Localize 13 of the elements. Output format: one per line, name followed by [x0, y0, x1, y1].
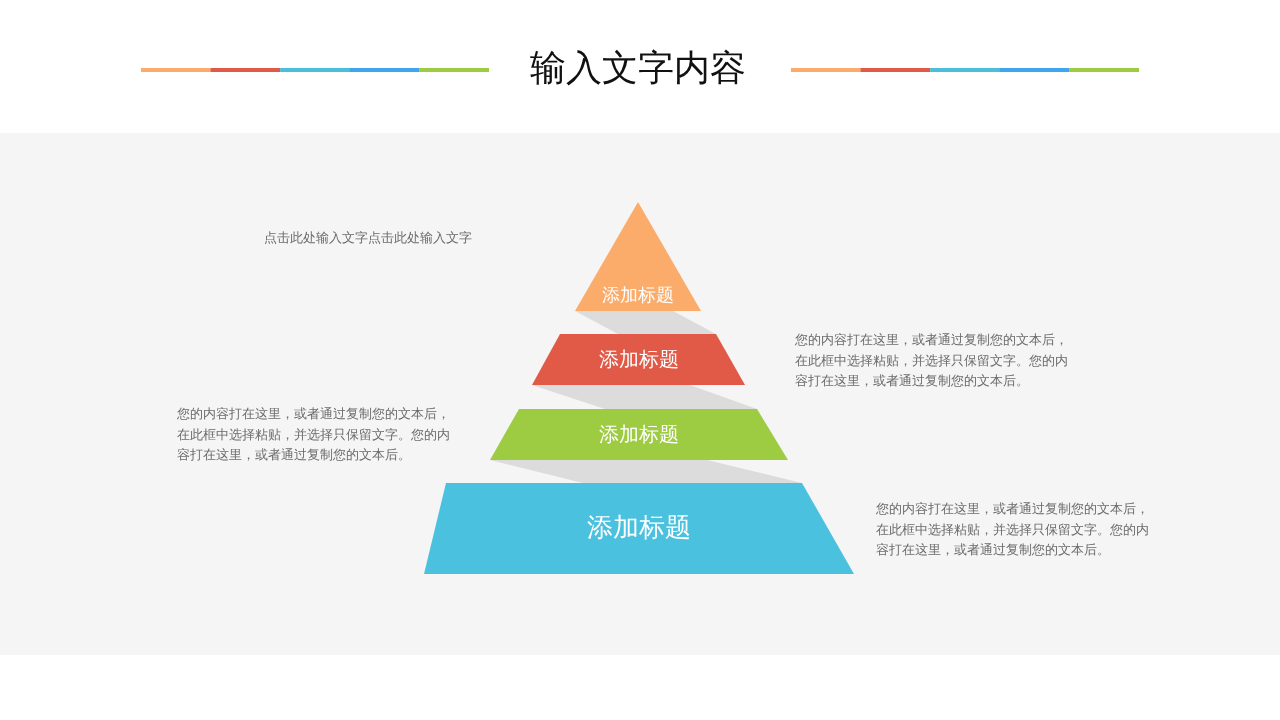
pyramid-tier — [490, 409, 788, 460]
slide-title: 输入文字内容 — [529, 46, 747, 90]
tier-title: 添加标题 — [586, 512, 692, 544]
tier-title: 添加标题 — [597, 347, 680, 371]
tier-title: 添加标题 — [601, 284, 675, 306]
pyramid-apex — [575, 202, 701, 311]
tier-title: 添加标题 — [598, 422, 680, 446]
description-text: 您的内容打在这里，或者通过复制您的文本后，在此框中选择粘贴，并选择只保留文字。您的内容打在这里，或者通过复制您的文本后。 — [177, 405, 451, 464]
description-text: 您的内容打在这里，或者通过复制您的文本后，在此框中选择粘贴，并选择只保留文字。您的内容打在这里，或者通过复制您的文本后。 — [876, 500, 1150, 559]
description-text: 您的内容打在这里，或者通过复制您的文本后，在此框中选择粘贴，并选择只保留文字。您的内容打在这里，或者通过复制您的文本后。 — [795, 331, 1069, 390]
pyramid-tier — [424, 483, 854, 574]
description-text: 点击此处输入文字点击此处输入文字 — [264, 229, 473, 247]
pyramid-tier — [532, 334, 745, 385]
